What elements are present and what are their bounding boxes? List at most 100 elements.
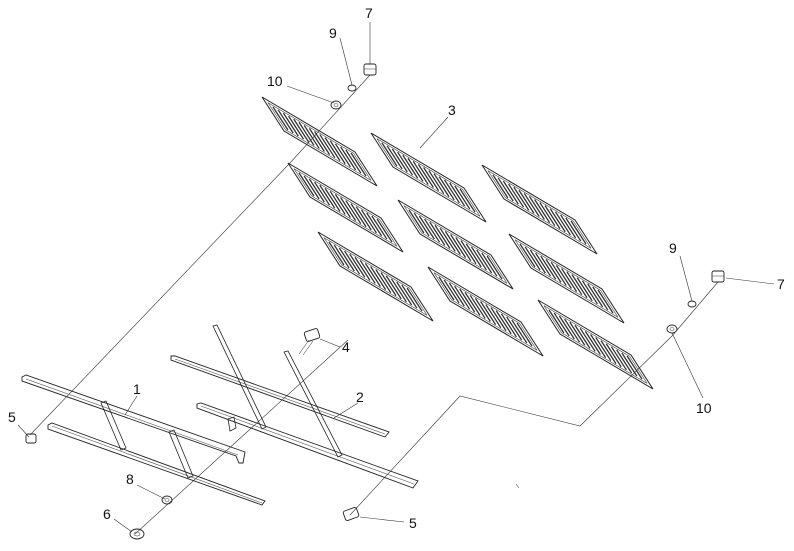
louver-slat — [423, 167, 440, 191]
louver-slat — [340, 146, 357, 171]
louver-slat — [529, 249, 546, 274]
washer-9-right — [687, 300, 697, 308]
frame2-diagonal-b — [283, 350, 343, 458]
louver-slat — [579, 327, 596, 352]
grille-panel-frame — [370, 132, 487, 223]
louver-slat — [476, 249, 493, 274]
callout-7-right: 7 — [777, 276, 785, 292]
louver-slat — [581, 280, 598, 305]
louver-slat — [564, 318, 581, 343]
grille-panel — [481, 164, 598, 255]
louver-slat — [485, 304, 502, 329]
louver-slat — [385, 275, 402, 300]
callout-3: 3 — [448, 102, 456, 118]
louver-slat — [569, 321, 586, 346]
louver-slat — [338, 247, 355, 272]
louver-slat — [397, 151, 414, 176]
frame2-rail-bottom — [196, 402, 419, 489]
callout-9-right: 9 — [669, 240, 677, 256]
louver-slat — [500, 313, 517, 338]
louver-slat — [333, 244, 350, 269]
callout-10-right: 10 — [696, 400, 712, 416]
grille-panel-frame — [287, 162, 404, 253]
louver-slat — [349, 253, 366, 278]
nut-6 — [129, 528, 145, 540]
louver-slat — [381, 142, 398, 167]
louver-slat — [448, 282, 465, 307]
louver-slat — [597, 289, 614, 314]
louver-slat — [380, 272, 397, 297]
louver-slat — [481, 252, 498, 277]
louver-slat — [495, 310, 512, 335]
louver-slat — [324, 187, 341, 212]
grille-panel — [370, 132, 487, 223]
washer-8 — [161, 495, 173, 505]
louver-slat — [545, 258, 562, 283]
louver-slat — [555, 265, 572, 289]
louver-slat — [366, 212, 383, 237]
louver-slat — [364, 263, 381, 287]
louver-slat — [324, 137, 341, 162]
louver-slat — [277, 109, 294, 134]
louver-slat — [443, 279, 460, 304]
louver-slat — [574, 324, 591, 349]
louver-slat — [370, 266, 387, 290]
louver-slat — [454, 185, 471, 210]
louver-slat — [459, 188, 476, 213]
louver-slat — [350, 152, 367, 177]
callout-8: 8 — [126, 471, 134, 487]
louver-slat — [566, 271, 583, 296]
washer-9-top — [347, 84, 357, 92]
frame2-rail-top — [170, 355, 390, 438]
callout-7-top: 7 — [365, 5, 373, 21]
grille-panel-inner-border — [403, 205, 508, 284]
grille-panel-inner-border — [293, 168, 398, 247]
louver-slat — [465, 243, 482, 268]
louver-slat — [592, 286, 609, 311]
callout-labels: 7 9 10 3 9 7 10 4 2 1 5 8 6 5 — [8, 5, 785, 531]
grille-panel-frame — [481, 164, 598, 255]
callout-5-bottom: 5 — [409, 515, 417, 531]
louver-slat — [438, 276, 455, 301]
louver-slat — [360, 209, 377, 234]
grille-panel-frame — [317, 231, 434, 322]
louver-slat — [605, 343, 622, 368]
louver-slat — [334, 143, 351, 168]
grille-panel-frame — [427, 266, 544, 357]
louver-slat — [359, 259, 376, 284]
louver-slat — [329, 190, 346, 215]
louver-slat — [616, 349, 633, 374]
louver-slat — [314, 181, 331, 206]
louver-slat — [391, 148, 408, 173]
louver-slat — [460, 240, 477, 265]
louver-slat — [439, 227, 456, 252]
frame1-crossbar-a — [100, 400, 127, 451]
louver-slat — [303, 175, 320, 200]
louver-slat — [345, 149, 362, 174]
grille-panel — [261, 96, 378, 187]
louver-slat — [355, 206, 372, 231]
louver-slat — [319, 184, 336, 209]
louver-slat — [424, 218, 441, 243]
louver-slat — [344, 250, 361, 275]
louver-slat — [376, 218, 393, 243]
bolt-4 — [298, 328, 321, 356]
grille-panel — [508, 233, 625, 324]
callout-2: 2 — [356, 389, 364, 405]
louver-slat — [486, 255, 503, 280]
nut-7-right — [711, 270, 725, 283]
louver-slat — [340, 197, 357, 221]
louver-slat — [298, 172, 315, 197]
louver-slat — [375, 269, 392, 294]
callout-9-top: 9 — [329, 25, 337, 41]
louver-slat — [553, 312, 570, 337]
grille-panel-inner-border — [323, 237, 428, 316]
louver-slat — [506, 316, 523, 341]
louver-slat — [626, 355, 643, 380]
louver-slat — [455, 237, 472, 262]
louver-slat — [539, 202, 556, 227]
louver-slat — [610, 346, 627, 371]
louver-slat — [308, 178, 325, 203]
washer-10-top — [330, 100, 342, 110]
